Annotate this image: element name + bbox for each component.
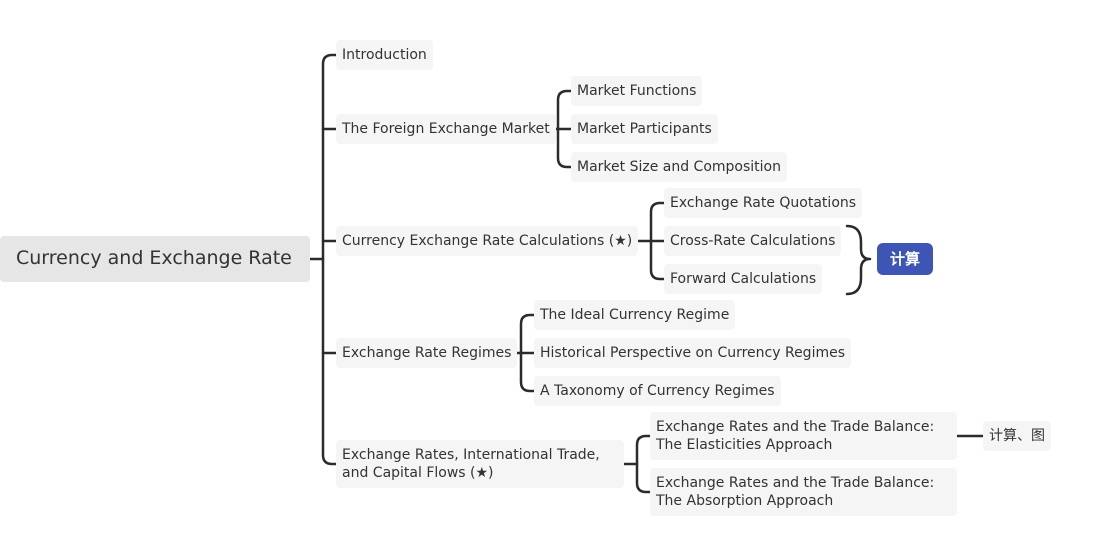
subtopic-absorption-approach[interactable]: Exchange Rates and the Trade Balance: Th…: [650, 468, 957, 516]
subtopic-market-size-composition[interactable]: Market Size and Composition: [571, 152, 787, 182]
subtopic-cross-rate-calculations[interactable]: Cross-Rate Calculations: [664, 226, 842, 256]
root-topic[interactable]: Currency and Exchange Rate: [0, 236, 310, 282]
subtopic-market-participants[interactable]: Market Participants: [571, 114, 718, 144]
topic-trade-capital-flows[interactable]: Exchange Rates, International Trade, and…: [336, 440, 624, 488]
subtopic-historical-perspective[interactable]: Historical Perspective on Currency Regim…: [534, 338, 852, 368]
subtopic-elasticities-approach[interactable]: Exchange Rates and the Trade Balance: Th…: [650, 412, 957, 460]
topic-foreign-exchange-market[interactable]: The Foreign Exchange Market: [336, 114, 556, 144]
topic-exchange-rate-calculations[interactable]: Currency Exchange Rate Calculations (★): [336, 226, 639, 256]
topic-exchange-rate-regimes[interactable]: Exchange Rate Regimes: [336, 338, 518, 368]
subtopic-market-functions[interactable]: Market Functions: [571, 76, 703, 106]
subtopic-forward-calculations[interactable]: Forward Calculations: [664, 264, 823, 294]
note-calculation-graph[interactable]: 计算、图: [983, 421, 1051, 451]
summary-tag-calculation[interactable]: 计算: [877, 243, 933, 275]
subtopic-taxonomy-currency-regimes[interactable]: A Taxonomy of Currency Regimes: [534, 376, 781, 406]
subtopic-exchange-rate-quotations[interactable]: Exchange Rate Quotations: [664, 188, 863, 218]
subtopic-ideal-currency-regime[interactable]: The Ideal Currency Regime: [534, 300, 736, 330]
topic-introduction[interactable]: Introduction: [336, 40, 433, 70]
